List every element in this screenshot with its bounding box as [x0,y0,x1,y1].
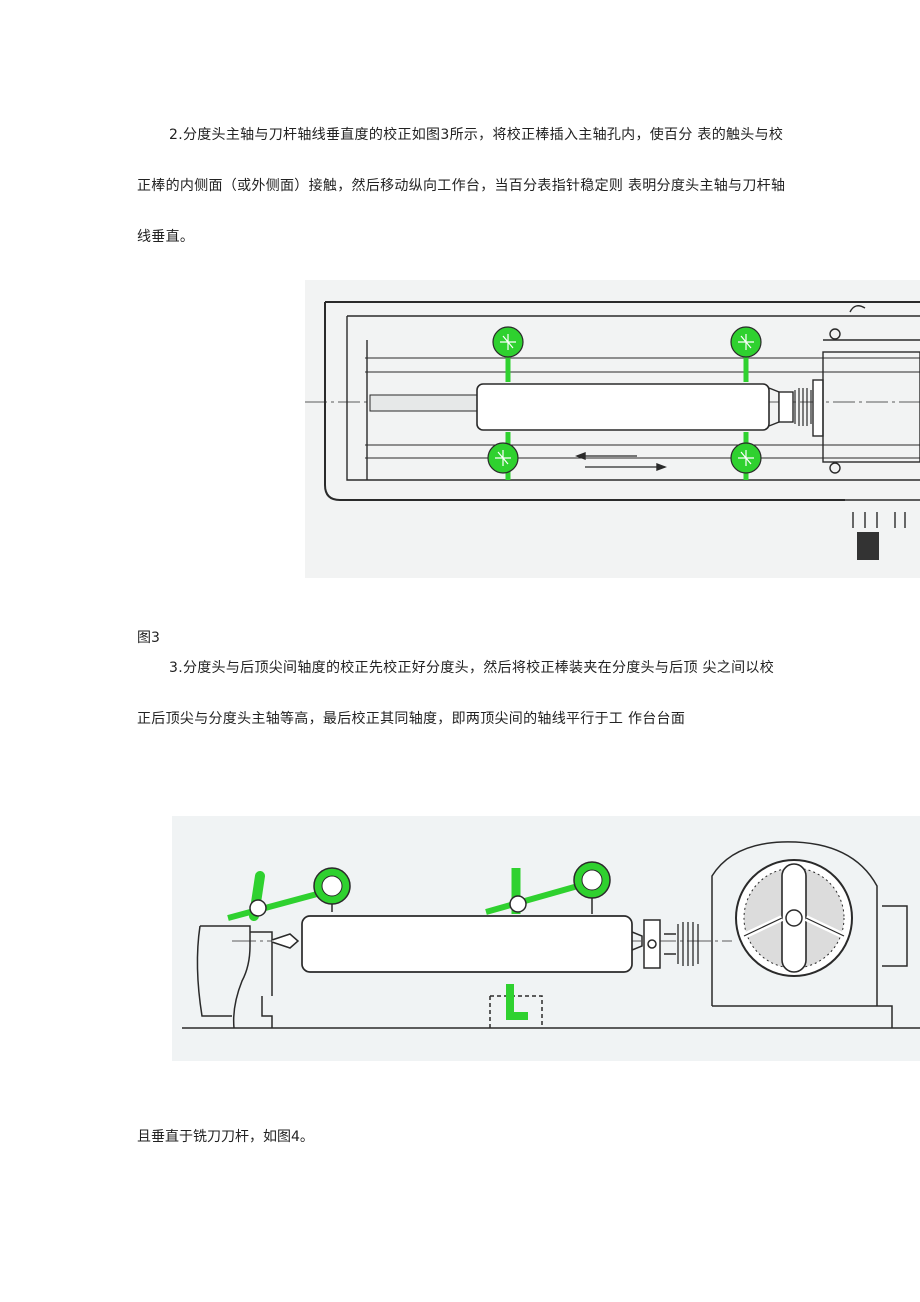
paragraph-3-part2: 且垂直于铣刀刀杆，如图4。 [137,1129,314,1145]
paragraph-3-part1: 3.分度头与后顶尖间轴度的校正先校正好分度头，然后将校正棒装夹在分度头与后顶 尖… [137,660,775,727]
figure-3-diagram [305,280,920,578]
figure-3-caption: 图3 [137,630,160,646]
figure-4-diagram [172,816,920,1061]
paragraph-2: 2.分度头主轴与刀杆轴线垂直度的校正如图3所示，将校正棒插入主轴孔内，使百分 表… [137,127,786,245]
